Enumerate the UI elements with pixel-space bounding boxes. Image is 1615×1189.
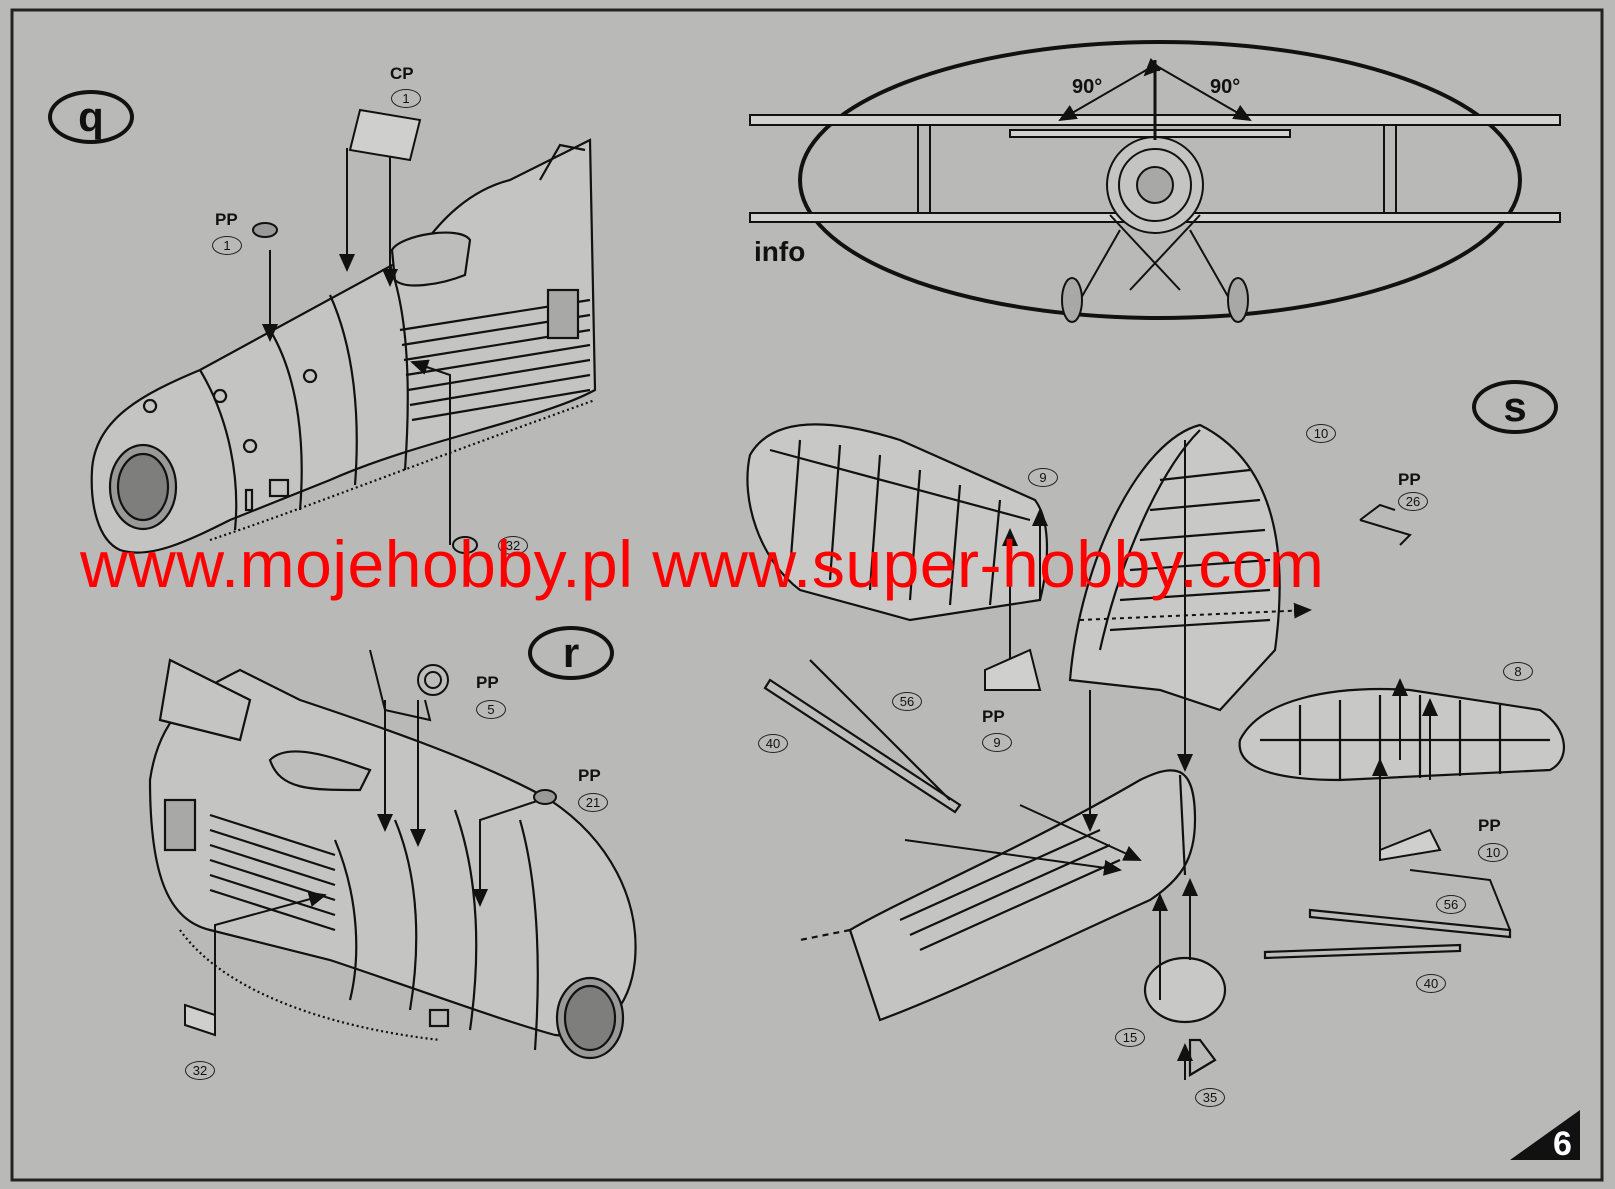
part-number-40-left: 40: [758, 734, 788, 753]
step-s-arrows: [904, 440, 1511, 1080]
pp-label-9: PP: [982, 707, 1005, 726]
step-q-fuselage: [90, 138, 597, 554]
step-label-r: r: [528, 626, 614, 680]
part-number-pp1: 1: [212, 236, 242, 255]
part-number-56-left: 56: [892, 692, 922, 711]
cp-label: CP: [390, 64, 414, 83]
part-number-8: 8: [1503, 662, 1533, 681]
part-number-pp5: 5: [476, 700, 506, 719]
page-corner-triangle: [1510, 1110, 1580, 1160]
watermark-text: www.mojehobby.pl www.super-hobby.com: [80, 527, 1325, 601]
pp-label-r5: PP: [476, 673, 499, 692]
part-number-15: 15: [1115, 1028, 1145, 1047]
part-number-40-right: 40: [1416, 974, 1446, 993]
step-r-arrows: [184, 649, 557, 1037]
pp-label-26: PP: [1398, 470, 1421, 489]
step-r-fuselage: [148, 658, 637, 1060]
part-number-32-r: 32: [185, 1061, 215, 1080]
part-number-56-right: 56: [1436, 895, 1466, 914]
step-q-arrows: [252, 108, 478, 554]
part-number-32-q: 32: [498, 536, 528, 555]
step-label-s: s: [1472, 380, 1558, 434]
info-label: info: [754, 236, 806, 267]
part-number-cp1: 1: [391, 89, 421, 108]
part-number-pp26: 26: [1398, 492, 1428, 511]
angle-right-label: 90°: [1210, 76, 1241, 98]
part-number-35: 35: [1195, 1088, 1225, 1107]
part-number-9: 9: [1028, 468, 1058, 487]
angle-left-label: 90°: [1072, 76, 1103, 98]
pp-label-r21: PP: [578, 766, 601, 785]
pp-label-10: PP: [1478, 816, 1501, 835]
info-biplane-view: [749, 40, 1561, 323]
step-s-tail: [746, 423, 1565, 1077]
part-number-pp10: 10: [1478, 843, 1508, 862]
part-number-pp9: 9: [982, 733, 1012, 752]
part-number-10: 10: [1306, 424, 1336, 443]
page-border: [10, 8, 1604, 1182]
step-label-q: q: [48, 90, 134, 144]
part-number-pp21: 21: [578, 793, 608, 812]
page-number: 6: [1553, 1125, 1572, 1163]
pp-label-q: PP: [215, 210, 238, 229]
